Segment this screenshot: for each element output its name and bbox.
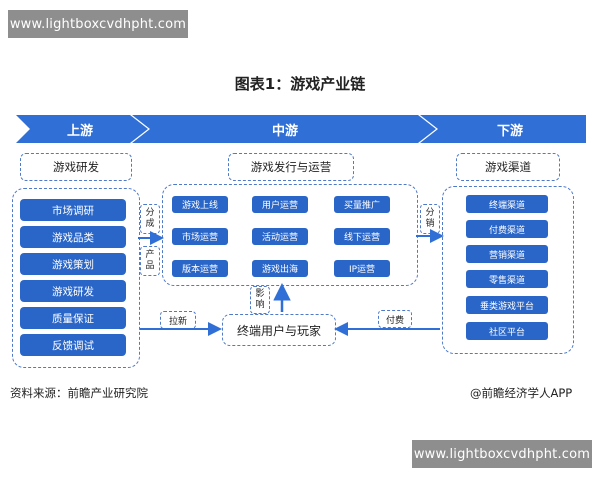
upstream-item: 质量保证	[20, 307, 126, 329]
downstream-item: 营销渠道	[466, 245, 548, 263]
downstream-item: 零售渠道	[466, 270, 548, 288]
stage-chevron-downstream	[420, 115, 586, 143]
connector-distribution-tag: 分 销	[420, 204, 440, 234]
refresh-tag: 拉新	[160, 311, 196, 329]
midstream-item: 游戏出海	[252, 260, 308, 277]
midstream-item: 活动运营	[252, 228, 308, 245]
upstream-label: 游戏研发	[20, 153, 132, 181]
page-title: 图表1：游戏产业链	[234, 75, 366, 93]
stage-chevron-upstream	[16, 115, 148, 143]
upstream-item: 反馈调试	[20, 334, 126, 356]
midstream-item: 买量推广	[334, 196, 390, 213]
connector-char: 品	[145, 261, 155, 271]
upstream-item: 游戏研发	[20, 280, 126, 302]
downstream-item: 付费渠道	[466, 220, 548, 238]
stage-label-downstream: 下游	[496, 123, 523, 139]
url-watermark-top: www.lightboxcvdhpht.com	[8, 10, 188, 38]
midstream-label: 游戏发行与运营	[228, 153, 354, 181]
downstream-item: 社区平台	[466, 322, 548, 340]
stage-banner	[16, 115, 586, 143]
connector-char: 响	[255, 300, 265, 310]
end-user-box: 终端用户与玩家	[222, 314, 336, 346]
downstream-item: 垂类游戏平台	[466, 296, 548, 314]
stage-label-midstream: 中游	[271, 123, 298, 139]
connector-char: 影	[255, 289, 265, 299]
connector-share-tag: 分 成	[140, 204, 160, 234]
midstream-item: 市场运营	[172, 228, 228, 245]
upstream-item: 游戏品类	[20, 226, 126, 248]
connector-product-tag: 产 品	[140, 246, 160, 276]
stage-chevron-midstream	[132, 115, 436, 143]
connector-char: 产	[145, 250, 155, 260]
midstream-item: 版本运营	[172, 260, 228, 277]
midstream-item: 用户运营	[252, 196, 308, 213]
upstream-item: 市场调研	[20, 199, 126, 221]
connector-char: 分	[425, 208, 435, 218]
stage-label-upstream: 上游	[66, 123, 93, 139]
connector-char: 分	[145, 208, 155, 218]
midstream-item: 游戏上线	[172, 196, 228, 213]
connector-char: 销	[425, 219, 435, 229]
downstream-item: 终端渠道	[466, 195, 548, 213]
downstream-label: 游戏渠道	[456, 153, 560, 181]
upstream-item: 游戏策划	[20, 253, 126, 275]
source-note: 资料来源：前瞻产业研究院	[10, 386, 148, 400]
connector-char: 成	[145, 219, 155, 229]
pay-tag: 付费	[378, 310, 412, 328]
influence-tag: 影 响	[250, 286, 270, 314]
midstream-item: IP运营	[334, 260, 390, 277]
midstream-item: 线下运营	[334, 228, 390, 245]
publisher-note: @前瞻经济学人APP	[470, 386, 573, 400]
url-watermark-bottom: www.lightboxcvdhpht.com	[412, 440, 592, 468]
